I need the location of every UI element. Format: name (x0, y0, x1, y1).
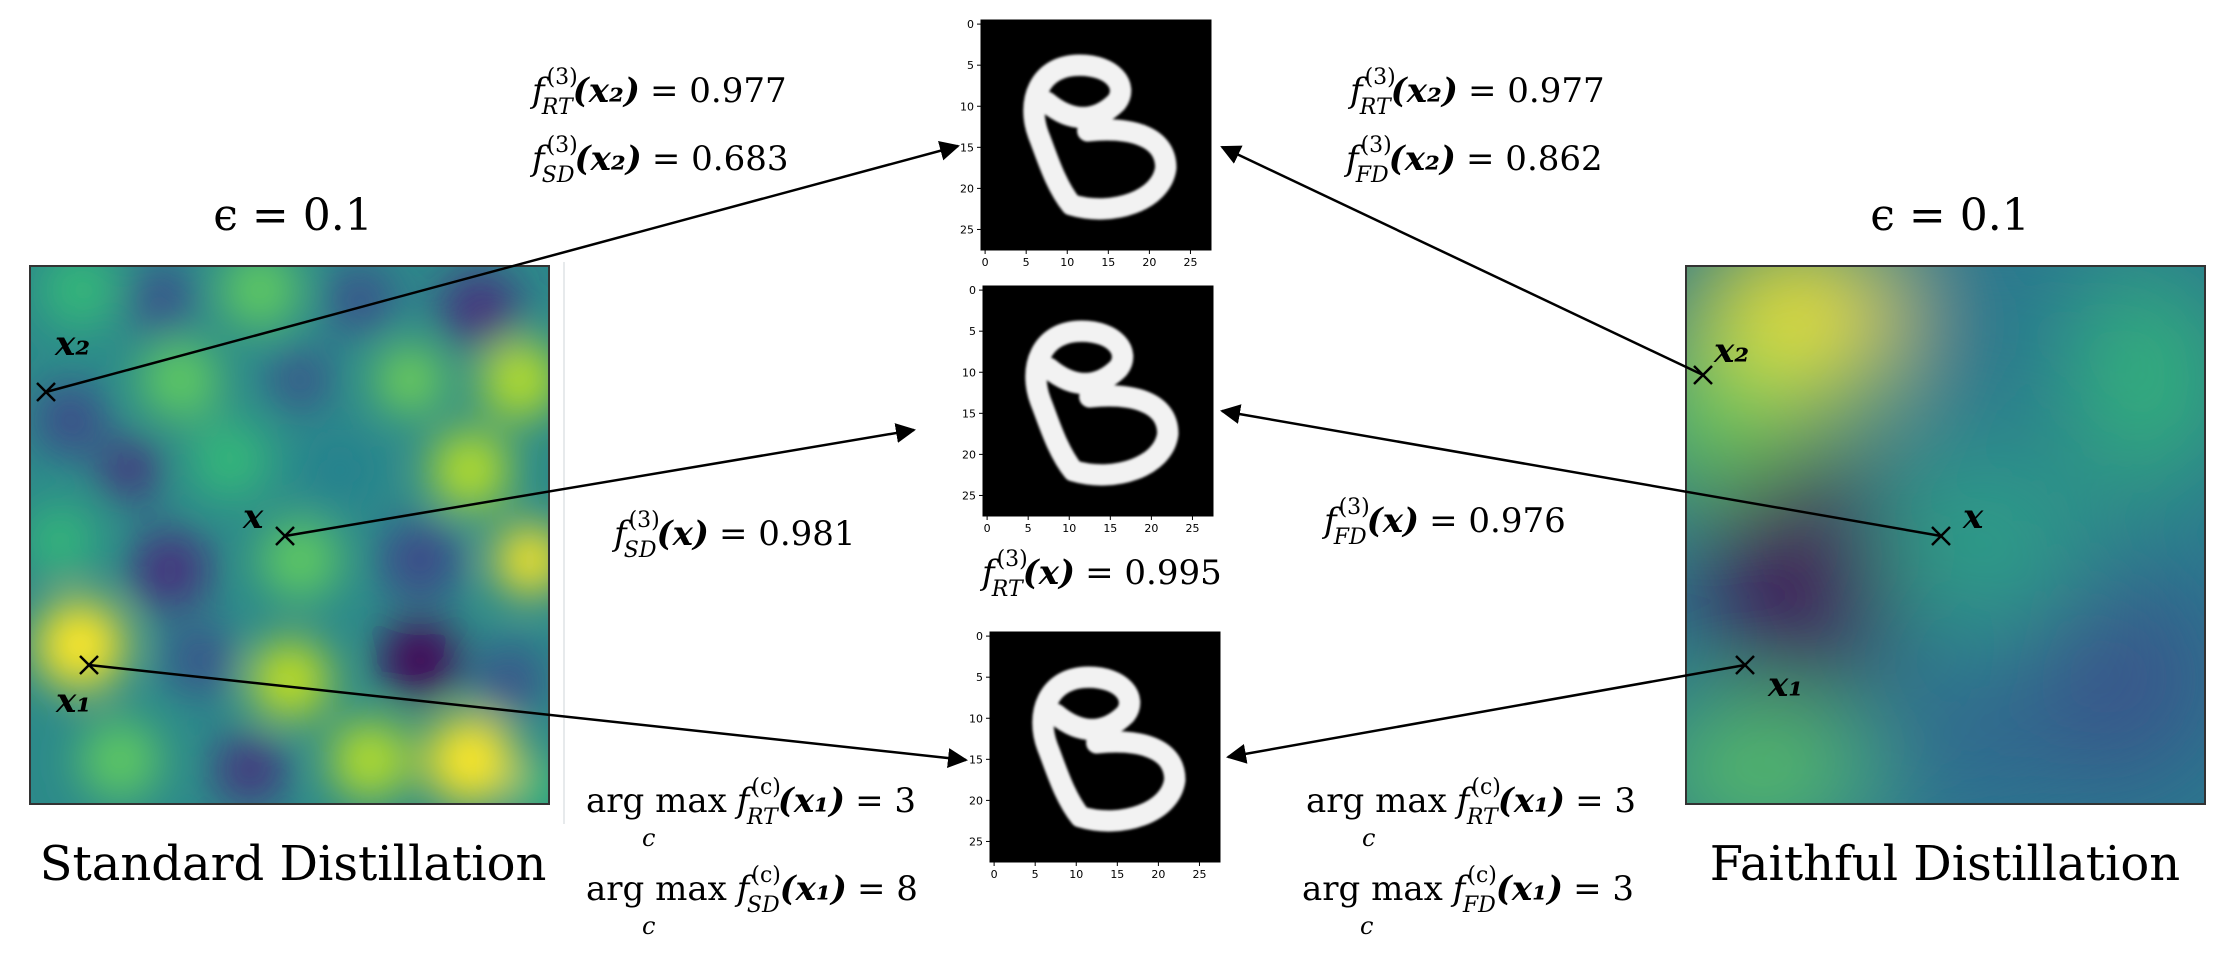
svg-text:f(3)FD(x)= 0.976: f(3)FD(x)= 0.976 (1321, 495, 1566, 550)
digit-x-tick: 10 (1069, 868, 1083, 881)
standard-distillation-heatmap (29, 265, 550, 805)
digit-y-tick: 0 (976, 630, 983, 643)
digit-y-tick: 20 (960, 182, 974, 195)
digit-y-tick: 25 (962, 489, 976, 502)
svg-text:f(3)SD(x₂)= 0.683: f(3)SD(x₂)= 0.683 (529, 133, 788, 188)
digit-y-tick: 5 (969, 325, 976, 338)
left-point-x-label: x (242, 497, 264, 537)
digit-y-tick: 25 (960, 223, 974, 236)
left-point-x1-label: x₁ (55, 681, 91, 721)
left-point-x2-label: x₂ (54, 324, 90, 364)
digit-y-tick: 0 (969, 284, 976, 297)
digit-x-tick: 20 (1142, 256, 1156, 269)
digit-x-tick: 0 (982, 256, 989, 269)
right-epsilon-title: ϵ = 0.1 (1870, 190, 2029, 241)
right-point-x-label: x (1962, 497, 1984, 537)
right-point-x2-label: x₂ (1713, 331, 1749, 371)
digit-x-tick: 5 (1023, 256, 1030, 269)
faithful-distillation-caption: Faithful Distillation (1710, 836, 2180, 892)
svg-text:f(3)FD(x₂)= 0.862: f(3)FD(x₂)= 0.862 (1343, 133, 1603, 188)
arrow-left-x2 (45, 141, 960, 394)
faithful-distillation-heatmap (1685, 265, 2206, 805)
svg-text:c: c (642, 912, 655, 940)
svg-text:f(3)RT(x₂)= 0.977: f(3)RT(x₂)= 0.977 (529, 65, 787, 120)
arrow-left-x1 (88, 663, 968, 769)
digit-y-tick: 15 (969, 753, 983, 766)
digit-y-tick: 5 (976, 671, 983, 684)
digit-frame (980, 19, 1212, 251)
digit-y-tick: 5 (967, 59, 974, 72)
digit-x-tick: 25 (1185, 522, 1199, 535)
arrow-right-x (1220, 404, 1942, 538)
digit-y-tick: 25 (969, 835, 983, 848)
digit-x-tick: 5 (1032, 868, 1039, 881)
digit-frame (982, 285, 1214, 517)
right-point-x1-label: x₁ (1767, 665, 1803, 705)
svg-text:c: c (1360, 912, 1373, 940)
annotation-left-mid-sd: f(3)SD(x)= 0.981 (611, 508, 856, 563)
digit-x-tick: 25 (1192, 868, 1206, 881)
annotation-center-mid-rt: f(3)RT(x)= 0.995 (979, 547, 1222, 602)
digit-frame (989, 631, 1221, 863)
standard-distillation-caption: Standard Distillation (40, 836, 547, 892)
digit-y-tick: 15 (962, 407, 976, 420)
digit-stroke (1025, 320, 1179, 486)
digit-y-tick: 15 (960, 141, 974, 154)
digit-x-tick: 15 (1101, 256, 1115, 269)
digit-x-tick: 25 (1183, 256, 1197, 269)
digit-y-tick: 10 (960, 100, 974, 113)
digit-x-tick: 0 (991, 868, 998, 881)
digit-y-tick: 0 (967, 18, 974, 31)
digit-image-x: 0 5 10 15 20 25 0 5 10 15 20 25 (962, 284, 1214, 535)
annotation-right-mid-fd: f(3)FD(x)= 0.976 (1321, 495, 1566, 550)
digit-x-tick: 10 (1062, 522, 1076, 535)
arrows (45, 141, 1942, 769)
digit-y-tick: 20 (969, 794, 983, 807)
digit-x-tick: 10 (1060, 256, 1074, 269)
annotation-left-top-rt: f(3)RT(x₂)= 0.977 (529, 65, 787, 120)
digit-x-tick: 15 (1110, 868, 1124, 881)
digit-y-tick: 20 (962, 448, 976, 461)
annotation-left-top-sd: f(3)SD(x₂)= 0.683 (529, 133, 788, 188)
svg-text:f(3)SD(x)= 0.981: f(3)SD(x)= 0.981 (611, 508, 856, 563)
digit-stroke (1023, 54, 1177, 220)
svg-text:f(3)RT(x)= 0.995: f(3)RT(x)= 0.995 (979, 547, 1222, 602)
arrow-right-x1 (1226, 663, 1746, 764)
digit-stroke (1032, 666, 1186, 832)
digit-y-tick: 10 (962, 366, 976, 379)
digit-x-tick: 20 (1151, 868, 1165, 881)
svg-text:c: c (1362, 824, 1375, 852)
digit-y-tick: 10 (969, 712, 983, 725)
digit-x-tick: 5 (1025, 522, 1032, 535)
digit-x-tick: 15 (1103, 522, 1117, 535)
svg-text:c: c (642, 824, 655, 852)
annotation-right-top-fd: f(3)FD(x₂)= 0.862 (1343, 133, 1603, 188)
digit-x-tick: 0 (984, 522, 991, 535)
digit-x-tick: 20 (1144, 522, 1158, 535)
digit-image-x1: 0 5 10 15 20 25 0 5 10 15 20 25 (969, 630, 1221, 881)
svg-text:f(3)RT(x₂)= 0.977: f(3)RT(x₂)= 0.977 (1347, 65, 1605, 120)
annotation-right-top-rt: f(3)RT(x₂)= 0.977 (1347, 65, 1605, 120)
digit-image-x2: 0 5 10 15 20 25 0 5 10 15 20 25 (960, 18, 1212, 269)
arrow-right-x2 (1220, 145, 1704, 377)
left-epsilon-title: ϵ = 0.1 (213, 190, 372, 241)
arrow-left-x (284, 423, 916, 538)
